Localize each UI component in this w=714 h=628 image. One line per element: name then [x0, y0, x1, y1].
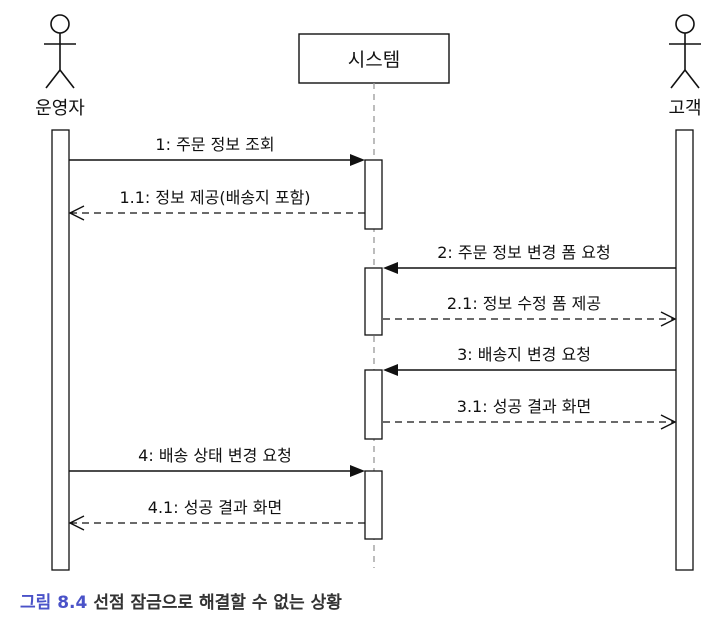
- arrowhead-filled-icon: [350, 154, 365, 166]
- stick-figure-icon: [44, 14, 76, 89]
- message-2: 2: 주문 정보 변경 폼 요청: [383, 243, 676, 274]
- activation-bar: [364, 159, 383, 230]
- message-1-1: 1.1: 정보 제공(배송지 포함): [68, 188, 365, 221]
- figure-title: 선점 잠금으로 해결할 수 없는 상황: [93, 593, 342, 613]
- arrowhead-open-icon: [68, 515, 85, 531]
- arrowhead-open-icon: [660, 414, 677, 430]
- message-3: 3: 배송지 변경 요청: [383, 345, 676, 376]
- message-3-1: 3.1: 성공 결과 화면: [383, 397, 677, 430]
- message-4-1: 4.1: 성공 결과 화면: [68, 498, 365, 531]
- arrowhead-filled-icon: [383, 364, 398, 376]
- participant-label-system: 시스템: [348, 49, 400, 71]
- message-label: 1.1: 정보 제공(배송지 포함): [119, 188, 310, 207]
- message-1: 1: 주문 정보 조회: [69, 135, 365, 166]
- actor-operator: 운영자: [35, 14, 85, 119]
- sequence-diagram: 운영자 고객 시스템: [35, 14, 702, 571]
- participant-system: 시스템: [298, 33, 450, 84]
- message-label: 2: 주문 정보 변경 폼 요청: [437, 243, 610, 262]
- arrowhead-open-icon: [68, 205, 85, 221]
- arrowhead-filled-icon: [350, 465, 365, 477]
- activation-bar: [364, 267, 383, 336]
- message-4: 4: 배송 상태 변경 요청: [69, 446, 365, 477]
- message-label: 1: 주문 정보 조회: [155, 135, 274, 154]
- arrowhead-filled-icon: [383, 262, 398, 274]
- figure-number: 그림 8.4: [20, 593, 88, 613]
- actor-customer: 고객: [668, 14, 702, 119]
- lifeline-operator: [51, 129, 70, 571]
- activation-bar: [364, 369, 383, 440]
- message-label: 3: 배송지 변경 요청: [457, 345, 591, 364]
- message-2-1: 2.1: 정보 수정 폼 제공: [383, 294, 677, 327]
- activation-bar: [364, 470, 383, 540]
- arrowhead-open-icon: [660, 311, 677, 327]
- stick-figure-icon: [669, 14, 701, 89]
- message-label: 4: 배송 상태 변경 요청: [138, 446, 292, 465]
- message-label: 4.1: 성공 결과 화면: [148, 498, 282, 517]
- actor-label-operator: 운영자: [35, 98, 85, 119]
- lifeline-customer: [675, 129, 694, 571]
- actor-label-customer: 고객: [668, 98, 701, 119]
- message-label: 3.1: 성공 결과 화면: [457, 397, 591, 416]
- message-label: 2.1: 정보 수정 폼 제공: [447, 294, 601, 313]
- participant-box: [298, 33, 450, 84]
